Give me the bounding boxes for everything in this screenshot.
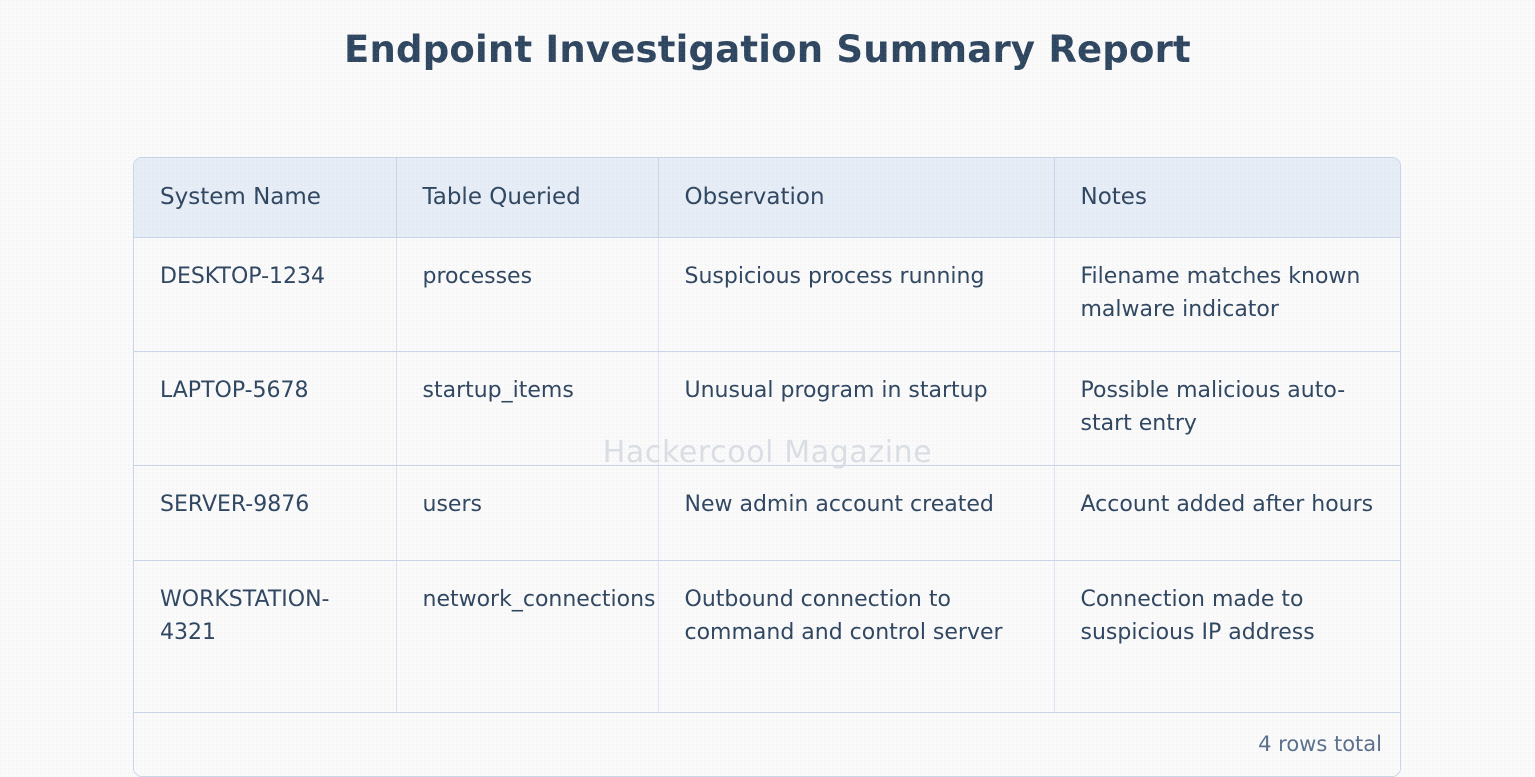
column-header-notes[interactable]: Notes <box>1054 158 1400 238</box>
cell-table-queried: users <box>396 465 659 561</box>
table-row: LAPTOP-5678 startup_items Unusual progra… <box>134 351 1400 466</box>
page-title: Endpoint Investigation Summary Report <box>344 28 1191 71</box>
column-header-observation[interactable]: Observation <box>658 158 1055 238</box>
table-row: DESKTOP-1234 processes Suspicious proces… <box>134 237 1400 352</box>
cell-system-name: DESKTOP-1234 <box>134 237 397 352</box>
report-table-card: System Name Table Queried Observation No… <box>133 157 1401 777</box>
table-row: SERVER-9876 users New admin account crea… <box>134 465 1400 561</box>
table-header: System Name Table Queried Observation No… <box>134 158 1400 238</box>
row-count-label: 4 rows total <box>1258 732 1382 756</box>
report-table: System Name Table Queried Observation No… <box>134 158 1400 713</box>
cell-system-name: SERVER-9876 <box>134 465 397 561</box>
column-header-system-name[interactable]: System Name <box>134 158 397 238</box>
cell-observation: Unusual program in startup <box>658 351 1055 466</box>
cell-notes: Filename matches known malware indicator <box>1054 237 1400 352</box>
cell-table-queried: processes <box>396 237 659 352</box>
cell-observation: New admin account created <box>658 465 1055 561</box>
table-footer: 4 rows total <box>134 712 1400 776</box>
table-row: WORKSTATION-4321 network_connections Out… <box>134 560 1400 713</box>
cell-notes: Possible malicious auto-start entry <box>1054 351 1400 466</box>
table-header-row: System Name Table Queried Observation No… <box>134 158 1400 238</box>
cell-system-name: WORKSTATION-4321 <box>134 560 397 713</box>
cell-table-queried: network_connections <box>396 560 659 713</box>
column-header-table-queried[interactable]: Table Queried <box>396 158 659 238</box>
cell-table-queried: startup_items <box>396 351 659 466</box>
cell-observation: Outbound connection to command and contr… <box>658 560 1055 713</box>
table-body: DESKTOP-1234 processes Suspicious proces… <box>134 237 1400 713</box>
cell-observation: Suspicious process running <box>658 237 1055 352</box>
cell-notes: Connection made to suspicious IP address <box>1054 560 1400 713</box>
cell-system-name: LAPTOP-5678 <box>134 351 397 466</box>
cell-notes: Account added after hours <box>1054 465 1400 561</box>
